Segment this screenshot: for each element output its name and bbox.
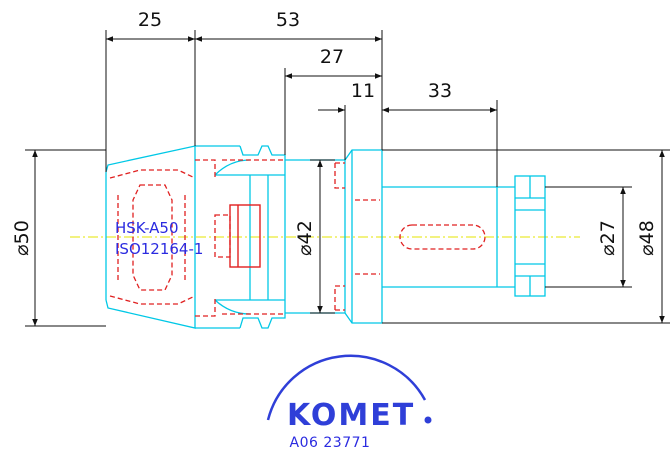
dim-27: 27 xyxy=(320,46,344,68)
hidden-lines xyxy=(109,159,486,317)
logo-text: KOMET xyxy=(287,398,415,433)
dim-33: 33 xyxy=(428,80,452,102)
komet-logo: KOMET xyxy=(266,354,432,433)
part-number: A06 23771 xyxy=(290,435,371,451)
dim-dia48: ⌀48 xyxy=(636,220,658,256)
dim-11: 11 xyxy=(351,80,375,102)
dim-dia50: ⌀50 xyxy=(11,220,33,256)
standard-label: ISO12164-1 xyxy=(115,240,203,258)
interface-label: HSK-A50 xyxy=(115,219,179,237)
dim-dia42: ⌀42 xyxy=(294,220,316,256)
dim-dia27: ⌀27 xyxy=(597,220,619,256)
logo-dot xyxy=(424,416,432,424)
logo-arc xyxy=(266,354,427,421)
dim-53: 53 xyxy=(276,9,300,31)
dimension-lines xyxy=(25,30,670,327)
dim-25: 25 xyxy=(138,9,162,31)
